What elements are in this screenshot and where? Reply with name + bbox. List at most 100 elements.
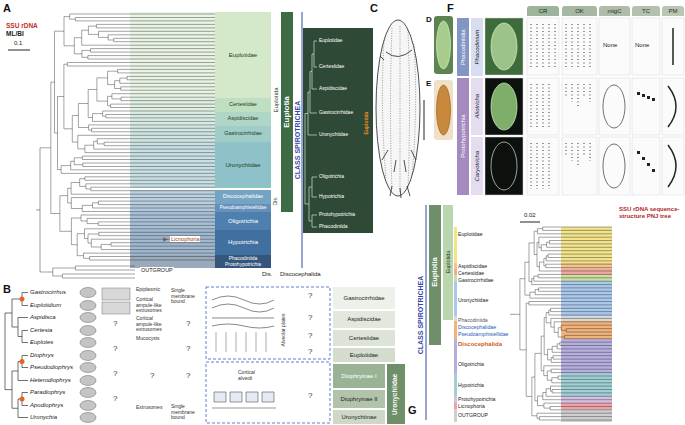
clade-marker xyxy=(454,339,457,373)
transverse-cirrus xyxy=(652,98,655,101)
node-text: Certesiidae xyxy=(349,335,379,341)
genus-label: Heterodiophrys xyxy=(30,377,71,384)
taxon-label: Euplotidae xyxy=(458,232,483,238)
node-text: Gastrocirrhidae xyxy=(343,295,384,301)
node-text: Discocephalidae xyxy=(223,194,263,200)
dashed-box xyxy=(206,362,330,423)
clade-marker xyxy=(454,227,457,263)
taxon-label: Euplotia xyxy=(431,257,439,287)
clade-shade xyxy=(130,12,215,98)
genus-label: Euplotidium xyxy=(30,302,61,309)
clade-marker xyxy=(454,403,457,409)
clade-band: Uronychiidae xyxy=(387,364,405,424)
tree-branch xyxy=(5,293,28,418)
table-cell xyxy=(599,78,630,135)
clade-shade xyxy=(130,112,215,126)
taxon-label: Licnophoria xyxy=(458,404,485,410)
node-dot xyxy=(20,359,25,364)
alveoli-drawing xyxy=(212,392,276,408)
cell-thumbnail xyxy=(80,401,96,411)
genus-label: Pseudodiophrys xyxy=(30,364,73,371)
table-cell-text: None xyxy=(635,42,649,49)
clade-band: Aspidiscidae xyxy=(333,311,395,328)
node-text: Hypotrichia xyxy=(228,239,258,245)
node-text: Oligotrichia xyxy=(319,174,344,179)
clade-band: Pseudoamphisiellidae xyxy=(215,204,271,212)
taxon-label: Cortical ampule-like extrusomes xyxy=(136,297,168,314)
node-text: Uronychiidae xyxy=(225,162,260,168)
table-cell xyxy=(632,78,660,135)
tree-branch xyxy=(40,14,215,260)
table-cell xyxy=(527,78,559,135)
unknown-mark: ? xyxy=(150,372,154,381)
kinety xyxy=(578,143,579,167)
panel-letter: F xyxy=(447,2,454,14)
cirri xyxy=(380,50,416,198)
transverse-cirrus xyxy=(637,151,640,154)
table-cell xyxy=(485,78,523,135)
unknown-mark: ? xyxy=(308,348,312,357)
cell-image xyxy=(491,142,517,190)
unknown-mark: ? xyxy=(113,370,117,379)
migratory-cirri xyxy=(603,85,625,128)
scale-label: 0.02 xyxy=(524,212,536,219)
panel-letter: G xyxy=(408,404,417,416)
genus-label: Euplotes xyxy=(30,339,53,346)
node-text: PM xyxy=(669,8,678,14)
column-header: OK xyxy=(562,6,597,16)
kinety xyxy=(566,143,567,155)
table-cell xyxy=(662,18,684,75)
clade-marker xyxy=(454,373,457,396)
transverse-cirrus xyxy=(637,92,640,95)
cirral-row xyxy=(549,84,550,129)
taxon-label: Alveolar plates xyxy=(281,314,287,347)
genus-label: Aspidisca xyxy=(30,314,56,321)
taxon-label: Euplotida xyxy=(445,251,451,274)
node-text: Aspidiscidae xyxy=(347,316,381,322)
genus-label: Certesia xyxy=(30,327,52,334)
pellicle-drawing xyxy=(212,296,274,328)
table-cell xyxy=(662,137,684,195)
genus-label: Diophrys xyxy=(30,352,54,359)
transverse-cirrus xyxy=(642,94,645,97)
taxon-label: Single membrane bound xyxy=(171,288,203,305)
taxon-label: Certesiidae xyxy=(458,271,484,277)
taxon-label: CLASS SPIROTRICHEA xyxy=(294,101,302,180)
scale-bar xyxy=(520,222,540,223)
photo-d-cell xyxy=(437,21,451,69)
node-text: Protohypotrichia xyxy=(225,262,261,267)
node-text: OK xyxy=(575,8,584,14)
kinety xyxy=(572,143,573,161)
node-text: Oligotrichia xyxy=(228,218,258,224)
node-text: Protohypotrichia xyxy=(460,115,466,158)
unknown-mark: ? xyxy=(186,345,190,354)
taxon-label: Gastrocirrhidae xyxy=(458,278,493,284)
node-text: Certesiidae xyxy=(319,64,344,69)
transverse-cirrus xyxy=(647,96,650,99)
node-text: Protohypotrichia xyxy=(319,212,355,217)
node-dot xyxy=(20,297,25,302)
clade-shade xyxy=(561,339,612,373)
table-cell xyxy=(599,137,630,195)
node-text: Euplotidae xyxy=(229,52,257,58)
table-cell xyxy=(485,137,523,195)
node-text: TC xyxy=(642,8,650,14)
unknown-mark: ? xyxy=(113,345,117,354)
table-cell xyxy=(527,137,559,195)
kinety xyxy=(584,84,585,96)
node-text: Diophryinae II xyxy=(340,396,377,402)
tree-branch xyxy=(40,266,135,278)
clade-band: PhacodiniidaProtohypotrichia xyxy=(215,255,271,268)
node-text: Phacodiniida xyxy=(319,224,348,229)
node-text: Uronychiidae xyxy=(319,132,348,137)
taxon-label: Dis. xyxy=(262,271,272,278)
table-cell xyxy=(599,18,630,75)
node-text: Caryotricha xyxy=(474,151,480,182)
tree-branch xyxy=(514,227,612,420)
kinety xyxy=(578,24,579,69)
clade-band: Euplotidae xyxy=(333,348,395,362)
cirral-row xyxy=(549,143,550,189)
node-text: Aliotricha xyxy=(474,94,480,119)
unknown-mark: ? xyxy=(308,332,312,341)
